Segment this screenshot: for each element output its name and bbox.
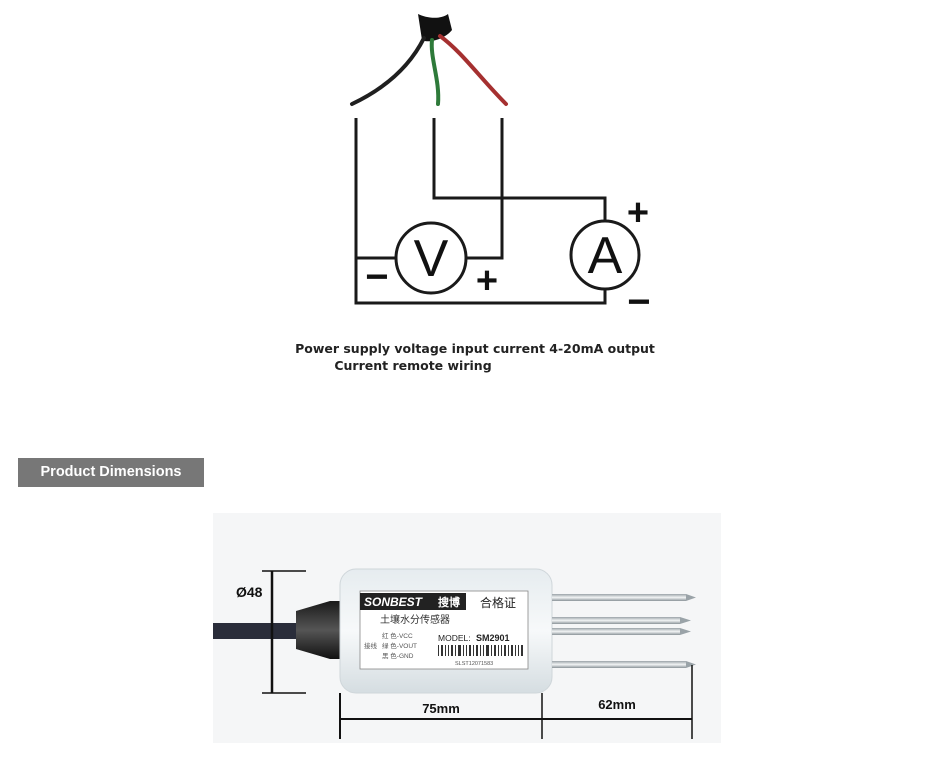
section-title: Product Dimensions <box>18 458 204 487</box>
probe-pins <box>552 594 696 668</box>
voltmeter-symbol: V <box>414 230 449 288</box>
diameter-label: Ø48 <box>236 584 263 600</box>
label-wire1: 红 色-VCC <box>382 631 413 640</box>
product-label: SONBEST 搜博 合格证 土壤水分传感器 红 色-VCC 接线 绿 色-VO… <box>359 590 529 670</box>
voltmeter-minus-sign: − <box>365 255 388 299</box>
diameter-dimension <box>262 570 306 694</box>
label-wiring-title: 接线 <box>364 641 378 650</box>
wire-red <box>438 34 508 106</box>
probe-length-label: 62mm <box>598 697 636 712</box>
label-brand-cn: 搜博 <box>438 595 460 609</box>
product-dimension-drawing: SONBEST 搜博 合格证 土壤水分传感器 红 色-VCC 接线 绿 色-VO… <box>213 513 721 743</box>
wire-black <box>350 36 426 106</box>
wiring-diagram: V A − + + − <box>350 14 651 324</box>
label-wire2: 绿 色-VOUT <box>382 641 417 650</box>
label-product-cn: 土壤水分传感器 <box>380 613 450 626</box>
wiring-caption-line2: Current remote wiring <box>334 358 492 373</box>
voltmeter: V <box>394 221 468 295</box>
voltmeter-plus-sign: + <box>476 260 498 302</box>
label-serial: SLST12071583 <box>455 661 493 667</box>
label-cert: 合格证 <box>480 595 516 610</box>
sensor-cable <box>213 623 303 639</box>
wire-green <box>429 38 441 106</box>
label-model-prefix: MODEL: <box>438 633 471 643</box>
cable-jacket <box>418 14 452 42</box>
label-wire3: 黑 色-GND <box>382 651 414 660</box>
wiring-caption: Power supply voltage input current 4-20m… <box>0 340 950 374</box>
ammeter-symbol: A <box>588 227 623 285</box>
ammeter-plus-sign: + <box>627 192 649 234</box>
label-barcode <box>438 645 523 656</box>
label-brand: SONBEST <box>364 595 424 609</box>
cable-gland <box>296 601 344 659</box>
ammeter-minus-sign: − <box>627 280 650 324</box>
label-model: SM2901 <box>476 633 510 643</box>
circuit-lines <box>354 118 607 305</box>
length-dimensions <box>339 665 693 739</box>
wiring-caption-line1: Power supply voltage input current 4-20m… <box>295 341 655 356</box>
body-length-label: 75mm <box>422 701 460 716</box>
ammeter: A <box>569 219 641 291</box>
